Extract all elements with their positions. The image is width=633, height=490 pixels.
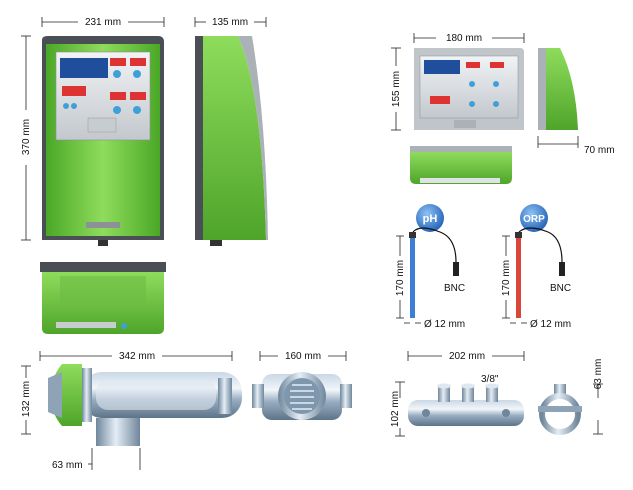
main-unit-bottom [40,262,166,334]
small-unit-side [538,48,578,130]
main-height-dimension: 370 mm [21,35,32,241]
orp-diameter-dimension: Ø 12 mm [510,319,571,330]
cell-port-label: 63 mm [52,460,83,471]
ph-diameter-label: Ø 12 mm [424,319,465,330]
manifold-side-label: 63 mm [593,359,604,390]
small-width-dimension: 180 mm [413,33,525,44]
ph-probe-label: pH [423,213,438,225]
ph-probe-badge [416,204,444,232]
orp-probe-label: ORP [523,214,545,225]
manifold-thread-label: 3/8" [481,374,499,385]
orp-length-label: 170 mm [501,260,512,296]
main-width-label: 231 mm [85,17,121,28]
ph-length-dimension: 170 mm [395,235,406,319]
probe-manifold [408,383,524,426]
cell-inlet-port [96,418,140,446]
small-height-dimension: 155 mm [391,47,402,131]
orp-probe: ORP BNC [515,204,571,318]
ph-probe: pH BNC [409,204,465,318]
ph-length-label: 170 mm [395,260,406,296]
main-unit-side [195,36,268,246]
cell-end-width-dimension: 160 mm [259,351,347,362]
side-depth-dimension: 135 mm [194,17,267,28]
manifold-side-dimension: 63 mm [593,359,604,435]
ph-probe-body [410,236,415,318]
manifold-height-dimension: 102 mm [390,381,405,437]
ph-diameter-dimension: Ø 12 mm [404,319,465,330]
manifold-pipe [408,400,524,426]
electrolysis-cell [48,364,242,446]
manifold-length-dimension: 202 mm [407,351,525,362]
cell-length-label: 342 mm [119,351,155,362]
orp-probe-body [516,236,521,318]
cell-end-view [252,372,352,420]
main-unit-front [42,36,164,246]
cell-end-width-label: 160 mm [285,351,321,362]
small-unit-front [414,48,524,130]
manifold-height-label: 102 mm [390,391,401,427]
small-depth-label: 70 mm [584,145,615,156]
small-unit-bottom [410,146,512,184]
ph-connector-label: BNC [444,283,465,294]
manifold-length-label: 202 mm [449,351,485,362]
cell-length-dimension: 342 mm [39,351,233,362]
cell-height-label: 132 mm [21,381,32,417]
manifold-end-view [538,384,582,435]
cell-height-dimension: 132 mm [21,365,32,435]
main-height-label: 370 mm [21,119,32,155]
orp-connector-label: BNC [550,283,571,294]
orp-diameter-label: Ø 12 mm [530,319,571,330]
small-width-label: 180 mm [446,33,482,44]
cell-outlet-port [218,378,232,414]
side-depth-label: 135 mm [212,17,248,28]
main-width-dimension: 231 mm [41,17,165,28]
small-depth-dimension: 70 mm [537,136,615,156]
manifold-thread-callout: 3/8" [481,374,499,385]
orp-probe-badge [520,204,548,232]
cell-port-dimension: 63 mm [52,448,141,471]
orp-length-dimension: 170 mm [501,235,512,319]
small-height-label: 155 mm [391,71,402,107]
